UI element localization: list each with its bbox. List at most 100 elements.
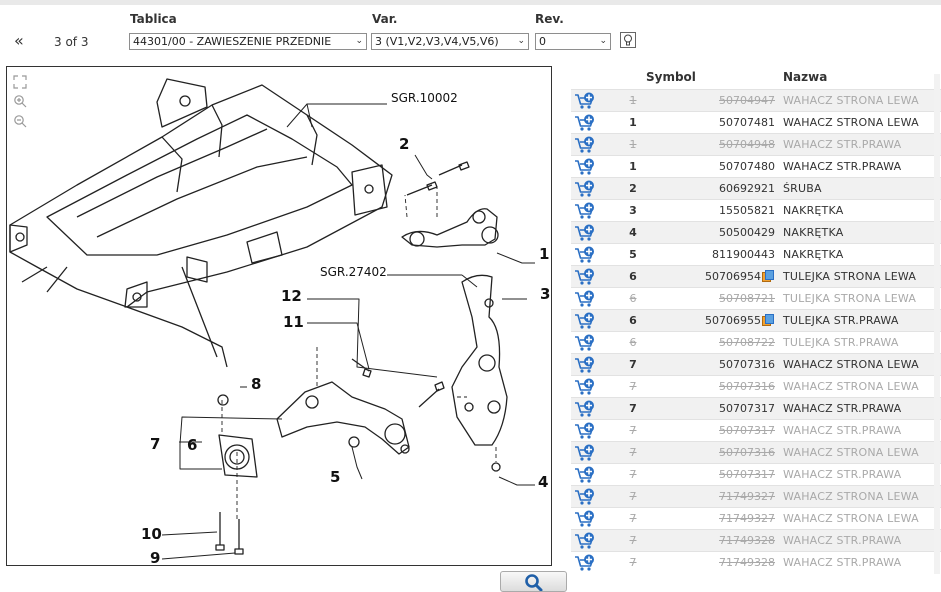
add-to-cart-icon[interactable] bbox=[574, 378, 596, 396]
scrollbar[interactable] bbox=[934, 74, 940, 574]
add-to-cart-icon[interactable] bbox=[574, 312, 596, 330]
row-quantity: 2 bbox=[629, 182, 637, 195]
row-name: WAHACZ STR.PRAWA bbox=[783, 138, 902, 151]
var-select[interactable]: 3 (V1,V2,V3,V4,V5,V6) ⌄ bbox=[371, 33, 529, 50]
zoom-in-icon[interactable] bbox=[13, 94, 27, 108]
row-quantity: 6 bbox=[629, 270, 637, 283]
tablica-label: Tablica bbox=[130, 12, 177, 26]
add-to-cart-icon[interactable] bbox=[574, 532, 596, 550]
row-symbol: 71749328 bbox=[719, 556, 775, 569]
add-to-cart-icon[interactable] bbox=[574, 268, 596, 286]
row-name: NAKRĘTKA bbox=[783, 226, 844, 239]
row-symbol: 50707316 bbox=[719, 380, 775, 393]
row-quantity: 1 bbox=[629, 160, 637, 173]
add-to-cart-icon[interactable] bbox=[574, 158, 596, 176]
front-subframe bbox=[9, 78, 393, 368]
row-name: NAKRĘTKA bbox=[783, 248, 844, 261]
row-symbol[interactable]: 60692921 bbox=[719, 182, 775, 195]
row-name: TULEJKA STR.PRAWA bbox=[783, 314, 899, 327]
row-name: WAHACZ STR.PRAWA bbox=[783, 534, 902, 547]
row-symbol[interactable]: 811900443 bbox=[712, 248, 775, 261]
callout-10: 10 bbox=[141, 525, 162, 543]
callout-12: 12 bbox=[281, 287, 302, 305]
add-to-cart-icon[interactable] bbox=[574, 136, 596, 154]
add-to-cart-icon[interactable] bbox=[574, 114, 596, 132]
add-to-cart-icon[interactable] bbox=[574, 356, 596, 374]
add-to-cart-icon[interactable] bbox=[574, 224, 596, 242]
row-name: WAHACZ STR.PRAWA bbox=[783, 468, 902, 481]
zoom-out-icon[interactable] bbox=[13, 114, 27, 128]
add-to-cart-icon[interactable] bbox=[574, 246, 596, 264]
row-quantity: 7 bbox=[629, 402, 637, 415]
add-to-cart-icon[interactable] bbox=[574, 180, 596, 198]
row-symbol: 71749327 bbox=[719, 490, 775, 503]
row-name: WAHACZ STRONA LEWA bbox=[783, 512, 919, 525]
row-symbol: 50707316 bbox=[719, 446, 775, 459]
callout-8: 8 bbox=[251, 375, 262, 393]
lamp-filter-icon[interactable] bbox=[620, 32, 636, 48]
row-symbol: 50704948 bbox=[719, 138, 775, 151]
column-header-nazwa: Nazwa bbox=[783, 70, 828, 84]
add-to-cart-icon[interactable] bbox=[574, 400, 596, 418]
callout-7: 7 bbox=[150, 435, 161, 453]
row-symbol: 50704947 bbox=[719, 94, 775, 107]
previous-page-icon[interactable]: « bbox=[14, 31, 24, 50]
add-to-cart-icon[interactable] bbox=[574, 334, 596, 352]
note-icon[interactable] bbox=[762, 314, 774, 326]
row-symbol[interactable]: 50707316 bbox=[719, 358, 775, 371]
add-to-cart-icon[interactable] bbox=[574, 466, 596, 484]
row-name: WAHACZ STR.PRAWA bbox=[783, 556, 902, 569]
row-symbol[interactable]: 50707480 bbox=[719, 160, 775, 173]
row-quantity: 7 bbox=[629, 380, 637, 393]
var-label: Var. bbox=[372, 12, 398, 26]
row-symbol[interactable]: 50706955 bbox=[705, 314, 761, 327]
row-quantity: 4 bbox=[629, 226, 637, 239]
row-quantity: 7 bbox=[629, 534, 637, 547]
add-to-cart-icon[interactable] bbox=[574, 510, 596, 528]
row-symbol: 50707317 bbox=[719, 424, 775, 437]
row-symbol[interactable]: 50707317 bbox=[719, 402, 775, 415]
add-to-cart-icon[interactable] bbox=[574, 444, 596, 462]
add-to-cart-icon[interactable] bbox=[574, 488, 596, 506]
fit-to-window-icon[interactable] bbox=[13, 75, 27, 89]
row-symbol: 71749328 bbox=[719, 534, 775, 547]
add-to-cart-icon[interactable] bbox=[574, 422, 596, 440]
chevron-down-icon: ⌄ bbox=[517, 36, 525, 46]
callout-9: 9 bbox=[150, 549, 161, 566]
row-quantity: 3 bbox=[629, 204, 637, 217]
add-to-cart-icon[interactable] bbox=[574, 290, 596, 308]
search-button[interactable] bbox=[500, 571, 567, 592]
var-select-value: 3 (V1,V2,V3,V4,V5,V6) bbox=[375, 35, 499, 48]
callout-11: 11 bbox=[283, 313, 304, 331]
add-to-cart-icon[interactable] bbox=[574, 202, 596, 220]
bolts-9-10 bbox=[215, 512, 244, 555]
add-to-cart-icon[interactable] bbox=[574, 92, 596, 110]
row-quantity: 7 bbox=[629, 446, 637, 459]
tablica-select[interactable]: 44301/00 - ZAWIESZENIE PRZEDNIE ⌄ bbox=[129, 33, 367, 50]
row-symbol[interactable]: 50707481 bbox=[719, 116, 775, 129]
rev-select-value: 0 bbox=[539, 35, 546, 48]
row-name: WAHACZ STRONA LEWA bbox=[783, 358, 919, 371]
row-symbol[interactable]: 50500429 bbox=[719, 226, 775, 239]
column-header-symbol: Symbol bbox=[646, 70, 696, 84]
row-symbol: 50708721 bbox=[719, 292, 775, 305]
callout-4: 4 bbox=[538, 473, 549, 491]
note-icon[interactable] bbox=[762, 270, 774, 282]
rev-select[interactable]: 0 ⌄ bbox=[535, 33, 611, 50]
row-symbol[interactable]: 50706954 bbox=[705, 270, 761, 283]
row-quantity: 7 bbox=[629, 490, 637, 503]
add-to-cart-icon[interactable] bbox=[574, 554, 596, 572]
row-symbol[interactable]: 15505821 bbox=[719, 204, 775, 217]
tablica-select-value: 44301/00 - ZAWIESZENIE PRZEDNIE bbox=[133, 35, 332, 48]
exploded-view-diagram[interactable]: SGR.10002 SGR.27402 1 2 3 4 5 6 7 8 9 10… bbox=[6, 66, 552, 566]
